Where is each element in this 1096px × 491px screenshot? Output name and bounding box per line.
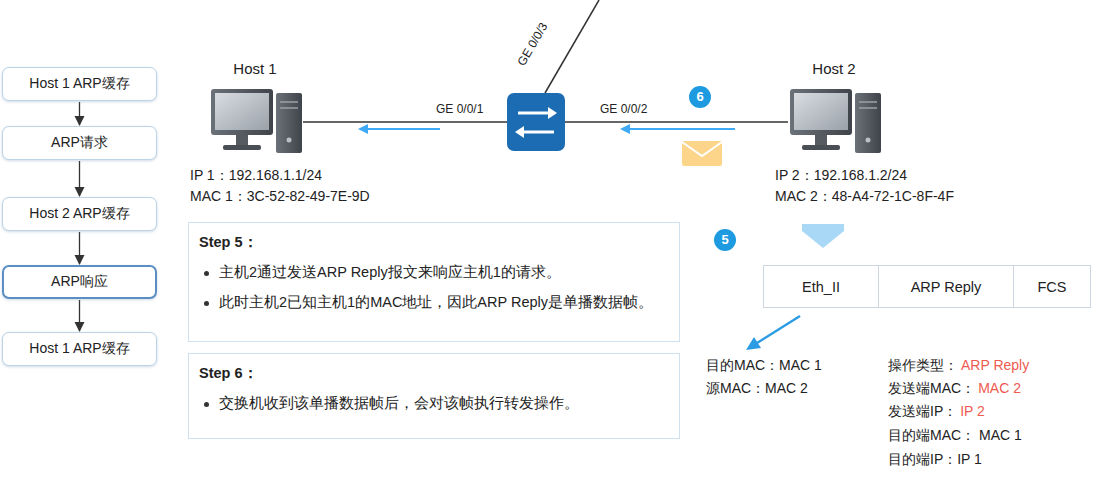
flow-arrow (79, 161, 80, 196)
port-label: GE 0/0/3 (515, 20, 551, 68)
flow-arrow (620, 124, 735, 134)
field-name: 发送端MAC： (888, 380, 975, 397)
address-text: IP 2：192.168.1.2/24 (775, 167, 907, 184)
step-box: Step 5： 主机2通过发送ARP Reply报文来响应主机1的请求。此时主机2… (188, 222, 680, 342)
step-box: Step 6： 交换机收到该单播数据帧后，会对该帧执行转发操作。 (188, 353, 680, 439)
field-text: 目的端IP：IP 1 (888, 451, 982, 468)
field-value: MAC 2 (978, 380, 1021, 397)
address-text: MAC 1：3C-52-82-49-7E-9D (190, 188, 370, 205)
flow-arrow (79, 300, 80, 331)
computer-icon (790, 89, 881, 153)
field-value: ARP Reply (961, 357, 1029, 374)
envelope-icon (682, 141, 722, 166)
link-line (303, 121, 507, 123)
flow-box: Host 1 ARP缓存 (2, 67, 157, 101)
port-label: GE 0/0/2 (600, 102, 647, 116)
frame-field: Eth_II (763, 265, 879, 308)
port-label: GE 0/0/1 (436, 102, 483, 116)
node-label: ARP Reply (911, 279, 982, 295)
node-label: Host 2 ARP缓存 (29, 205, 129, 223)
field-name: 发送端IP： (888, 403, 957, 420)
node-label: Host 1 (233, 60, 276, 77)
callout-number: 6 (689, 86, 711, 108)
flow-box: ARP响应 (2, 265, 157, 299)
frame-field: FCS (1013, 265, 1091, 308)
address-text: IP 1：192.168.1.1/24 (190, 167, 322, 184)
flow-box: Host 1 ARP缓存 (2, 332, 157, 366)
step-heading: Step 5： (199, 233, 665, 252)
step-bullet: 交换机收到该单播数据帧后，会对该帧执行转发操作。 (199, 393, 665, 415)
node-label: Host 1 ARP缓存 (29, 75, 129, 93)
flow-arrow (79, 232, 80, 264)
step-heading: Step 6： (199, 364, 665, 383)
down-arrow (802, 224, 844, 248)
link-line (565, 121, 788, 123)
field-text: 目的MAC：MAC 1 (706, 357, 822, 374)
step-bullet: 主机2通过发送ARP Reply报文来响应主机1的请求。 (199, 262, 665, 284)
leader-arrow (746, 316, 800, 350)
host-node: Host 2 (784, 60, 884, 154)
frame-field: ARP Reply (878, 265, 1014, 308)
link-line (545, 0, 599, 93)
node-label: ARP响应 (51, 273, 108, 291)
flow-box: Host 2 ARP缓存 (2, 197, 157, 231)
callout-number: 5 (714, 229, 736, 251)
host-node: Host 1 (205, 60, 305, 154)
address-text: MAC 2：48-A4-72-1C-8F-4F (775, 188, 954, 205)
flow-arrow (358, 124, 440, 134)
node-label: Host 1 ARP缓存 (29, 340, 129, 358)
field-value: IP 2 (960, 403, 985, 420)
field-name: 操作类型： (888, 357, 958, 374)
flow-arrow (79, 102, 80, 125)
node-label: Host 2 (812, 60, 855, 77)
flow-box: ARP请求 (2, 126, 157, 160)
step-bullet: 此时主机2已知主机1的MAC地址，因此ARP Reply是单播数据帧。 (199, 292, 665, 314)
node-label: FCS (1038, 279, 1067, 295)
node-label: ARP请求 (51, 134, 108, 152)
node-label: Eth_II (802, 279, 840, 295)
switch-icon (507, 93, 565, 151)
field-text: 源MAC：MAC 2 (706, 380, 808, 397)
field-text: 目的端MAC： MAC 1 (888, 427, 1022, 444)
computer-icon (211, 89, 302, 153)
